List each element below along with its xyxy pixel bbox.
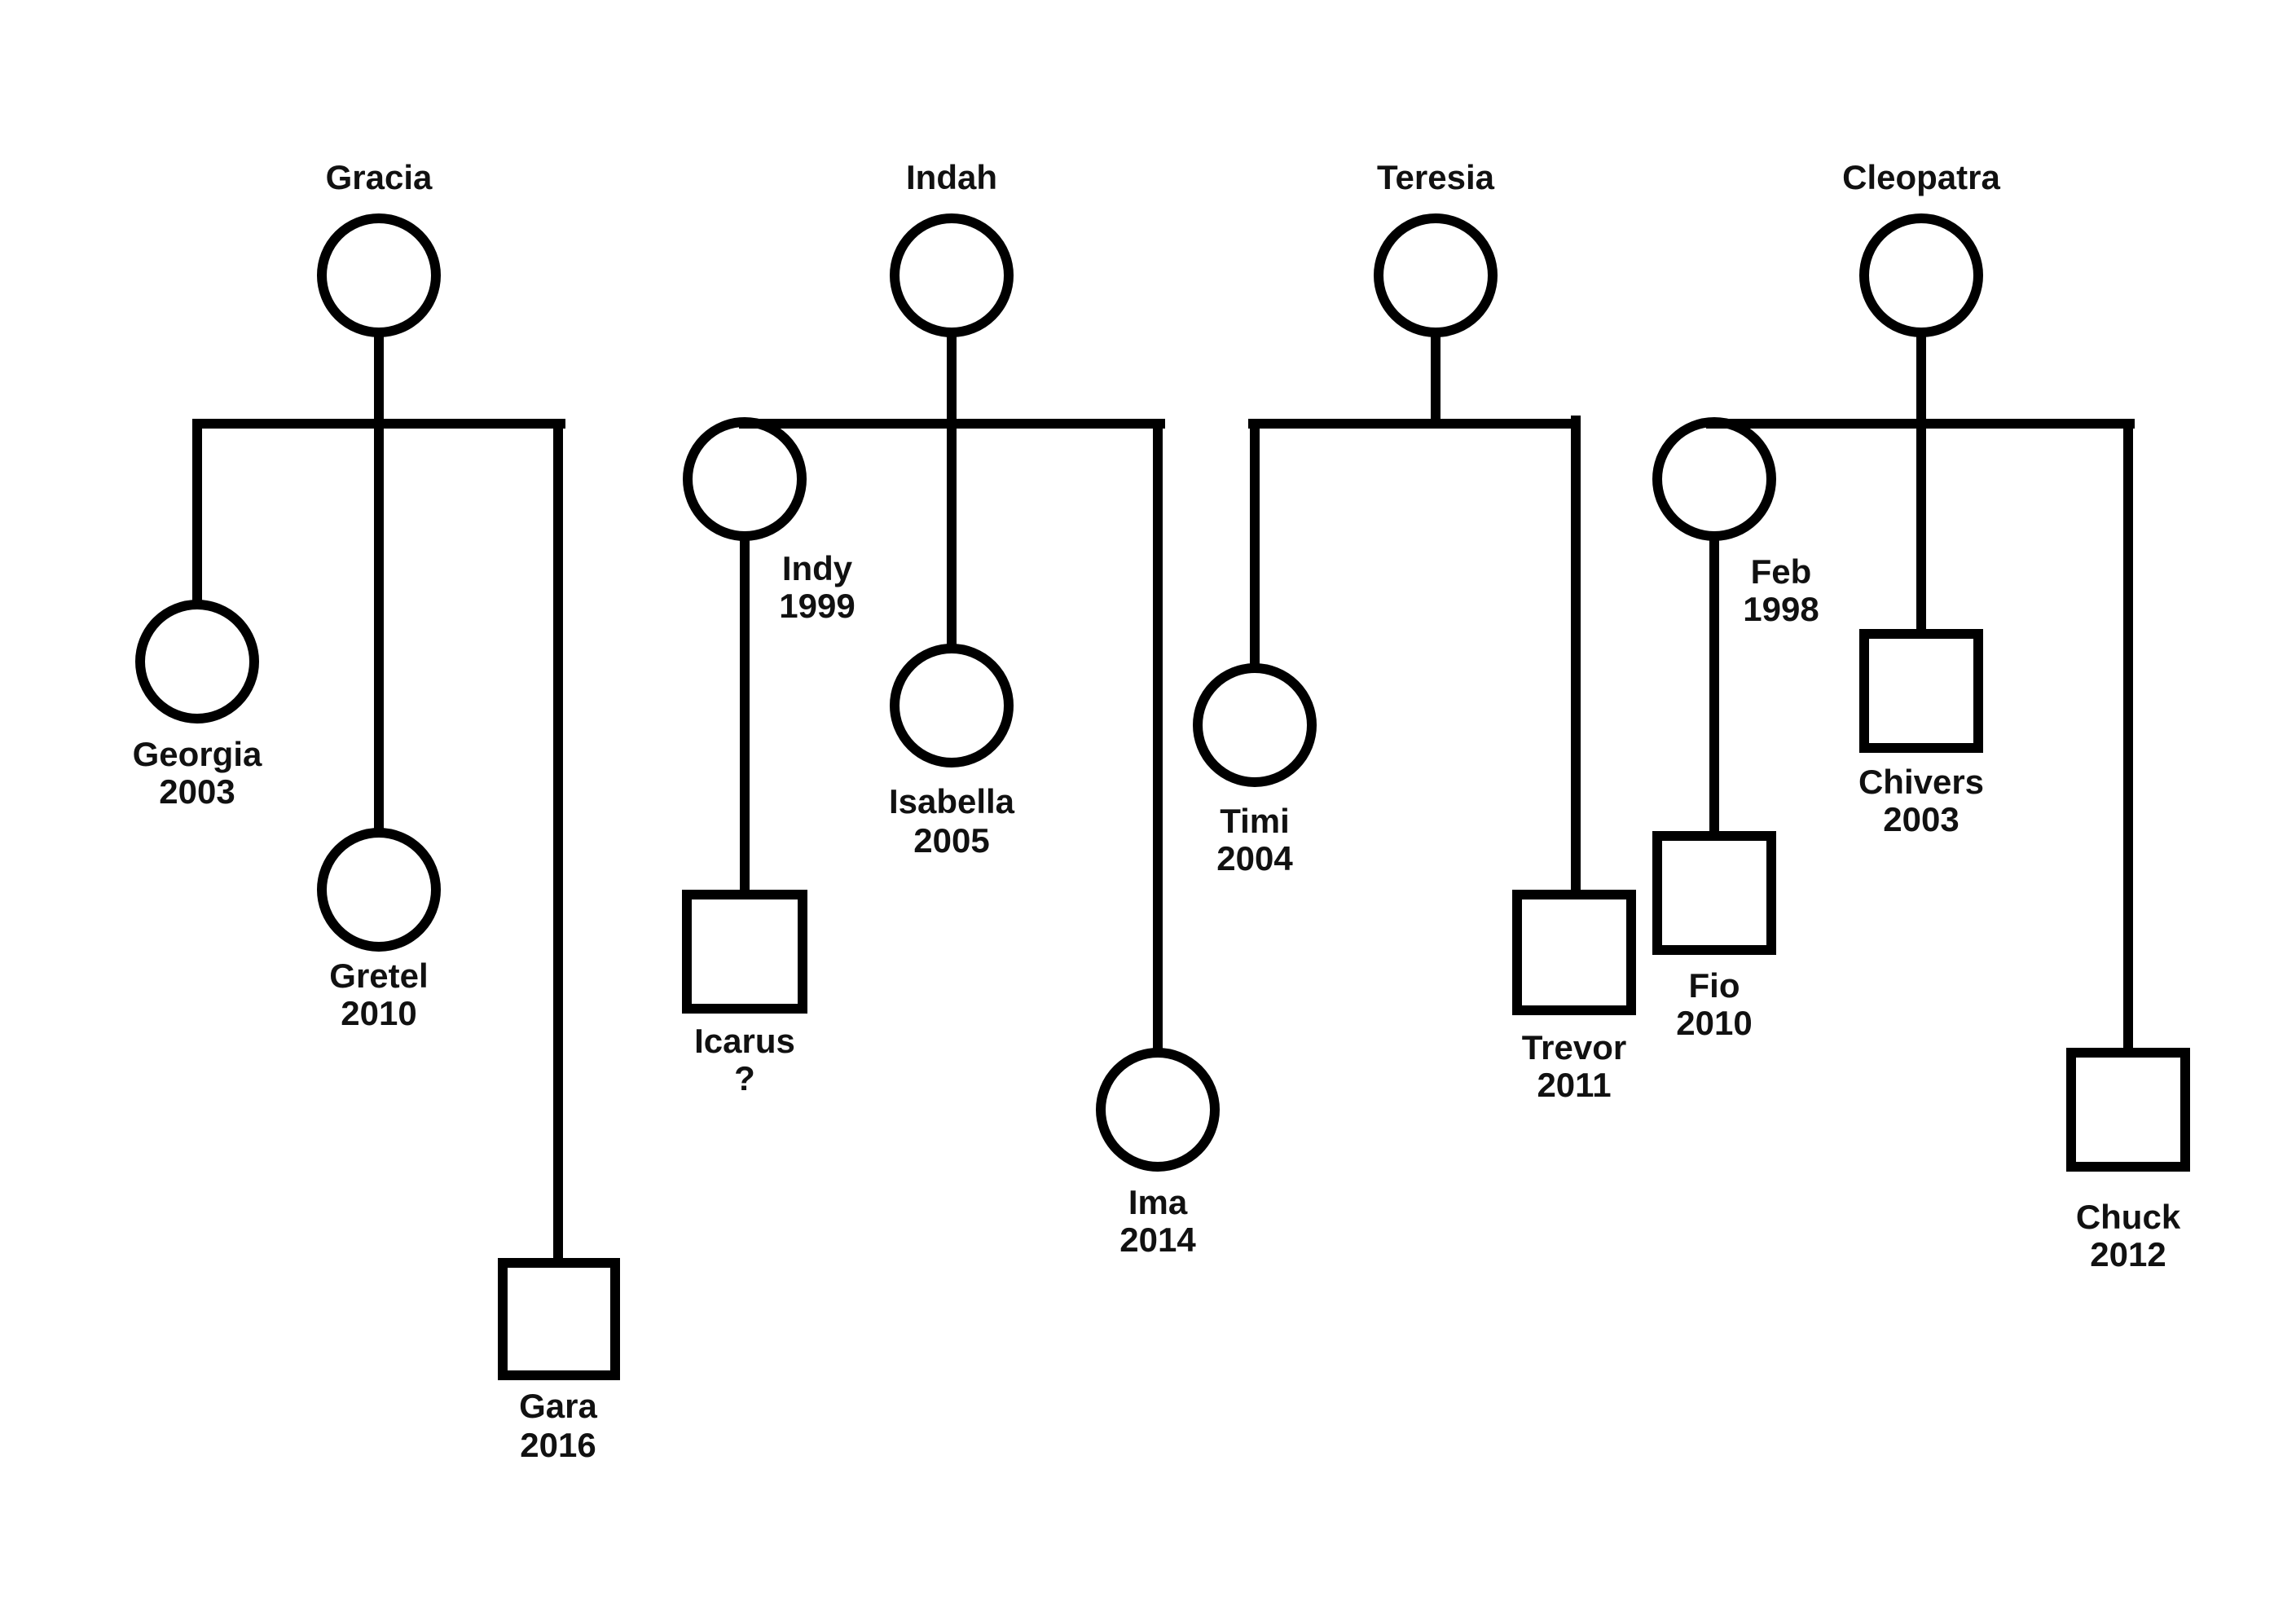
person-name: Isabella	[889, 782, 1015, 820]
person-name: Teresia	[1377, 158, 1495, 196]
person-indah: Indah	[890, 158, 1014, 337]
person-timi: Timi 2004	[1193, 663, 1317, 877]
person-indy: Indy 1999	[683, 417, 856, 625]
female-circle-icon	[317, 828, 441, 952]
female-circle-icon	[890, 213, 1014, 337]
person-year: 2014	[1119, 1221, 1196, 1259]
person-year: 1998	[1743, 590, 1819, 628]
person-year: 2005	[913, 821, 989, 860]
person-name: Icarus	[694, 1022, 795, 1060]
person-georgia: Georgia 2003	[133, 600, 262, 811]
person-fio: Fio 2010	[1652, 831, 1776, 1042]
person-year: 2004	[1216, 839, 1293, 877]
person-isabella: Isabella 2005	[889, 644, 1015, 860]
female-circle-icon	[890, 644, 1014, 768]
person-ima: Ima 2014	[1096, 1048, 1220, 1259]
person-icarus: Icarus ?	[682, 890, 807, 1097]
person-year: 2012	[2090, 1235, 2166, 1273]
male-square-icon	[1512, 890, 1636, 1015]
male-square-icon	[682, 890, 807, 1014]
person-gretel: Gretel 2010	[317, 828, 441, 1032]
person-name: Indy	[782, 549, 853, 587]
person-name: Trevor	[1522, 1028, 1626, 1067]
person-gara: Gara 2016	[498, 1258, 620, 1464]
person-name: Gracia	[326, 158, 433, 196]
person-year: 2003	[159, 772, 235, 811]
female-circle-icon	[1652, 417, 1776, 541]
person-cleopatra: Cleopatra	[1842, 158, 2000, 337]
male-square-icon	[2066, 1048, 2190, 1172]
person-name: Chuck	[2076, 1198, 2181, 1236]
male-square-icon	[498, 1258, 620, 1380]
person-year: 1999	[779, 587, 855, 625]
person-name: Chivers	[1858, 763, 1984, 801]
female-circle-icon	[135, 600, 259, 724]
female-circle-icon	[1193, 663, 1317, 787]
person-feb: Feb 1998	[1652, 417, 1819, 628]
person-name: Gara	[519, 1387, 597, 1425]
person-year: 2016	[520, 1426, 596, 1464]
person-name: Feb	[1751, 552, 1812, 591]
female-circle-icon	[1374, 213, 1498, 337]
person-name: Georgia	[133, 735, 262, 773]
person-year: 2010	[1676, 1004, 1752, 1042]
person-gracia: Gracia	[317, 158, 441, 337]
male-square-icon	[1859, 629, 1983, 753]
female-circle-icon	[1859, 213, 1983, 337]
female-circle-icon	[1096, 1048, 1220, 1172]
person-year: 2010	[341, 994, 416, 1032]
person-name: Cleopatra	[1842, 158, 2000, 196]
person-name: Gretel	[329, 957, 428, 995]
person-chuck: Chuck 2012	[2066, 1048, 2190, 1273]
person-name: Fio	[1689, 966, 1740, 1005]
people: Gracia Georgia 2003 Gretel 2010 Gara 201…	[133, 158, 2190, 1464]
person-name: Ima	[1128, 1183, 1188, 1221]
person-year: 2003	[1883, 800, 1959, 838]
person-name: Indah	[906, 158, 997, 196]
person-trevor: Trevor 2011	[1512, 890, 1636, 1104]
female-circle-icon	[317, 213, 441, 337]
male-square-icon	[1652, 831, 1776, 955]
person-year: ?	[734, 1059, 755, 1097]
connector-lines	[192, 334, 2135, 1263]
person-chivers: Chivers 2003	[1858, 629, 1984, 838]
person-year: 2011	[1537, 1066, 1611, 1104]
female-circle-icon	[683, 417, 807, 541]
person-teresia: Teresia	[1374, 158, 1498, 337]
person-name: Timi	[1220, 802, 1290, 840]
